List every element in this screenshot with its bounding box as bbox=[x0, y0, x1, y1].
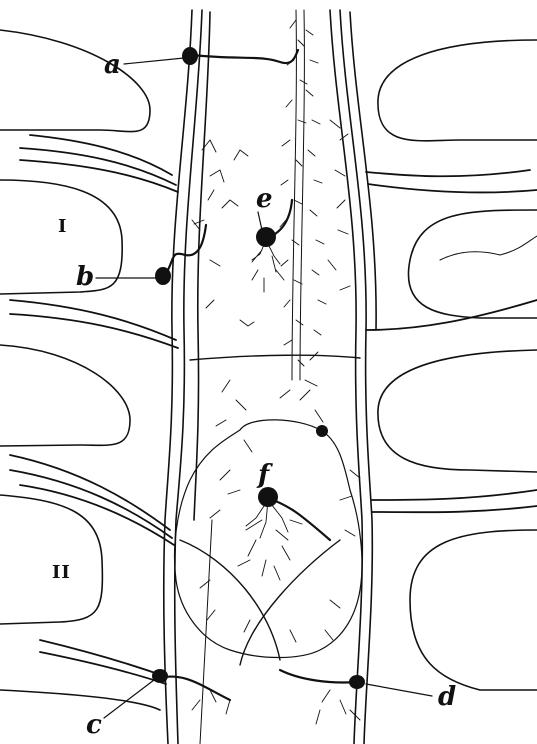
label-a: a bbox=[104, 52, 121, 78]
cell-body-c bbox=[152, 669, 168, 683]
axon-fibres bbox=[158, 50, 360, 700]
cell-body-b bbox=[155, 267, 171, 285]
cell-body-f bbox=[258, 487, 278, 507]
ganglion-outline bbox=[175, 420, 362, 658]
left-body-wall bbox=[0, 30, 160, 710]
segment-label-I: I bbox=[58, 218, 67, 236]
segment-label-II: II bbox=[52, 564, 71, 582]
connective-outlines bbox=[164, 10, 376, 744]
label-b: b bbox=[76, 264, 94, 290]
cell-body-small bbox=[316, 425, 328, 437]
label-f: f bbox=[258, 462, 269, 488]
dendrite-arbours bbox=[192, 20, 360, 724]
cell-body-e bbox=[256, 227, 276, 247]
label-d: d bbox=[438, 684, 456, 710]
label-e: e bbox=[256, 186, 273, 212]
right-body-wall bbox=[378, 40, 537, 690]
label-c: c bbox=[86, 712, 102, 738]
left-nerve-roots bbox=[10, 135, 178, 684]
label-leaders bbox=[96, 58, 432, 718]
cell-body-a bbox=[182, 47, 198, 65]
right-nerve-roots bbox=[366, 170, 537, 512]
cell-body-d bbox=[349, 675, 365, 689]
